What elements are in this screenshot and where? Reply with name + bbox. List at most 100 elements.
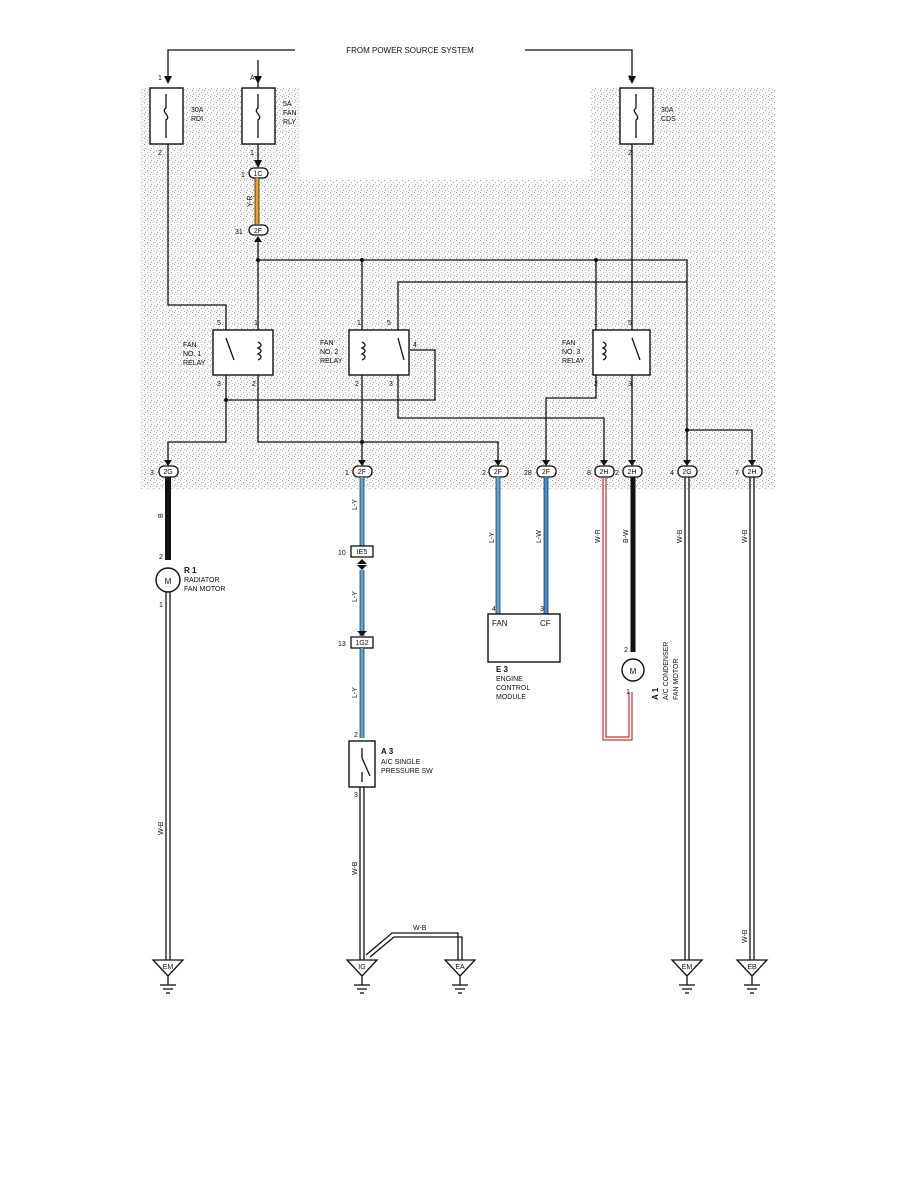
connector-label: 2H (600, 469, 609, 476)
connector-pin: 28 (524, 470, 532, 477)
ground-ea: EA (443, 959, 477, 994)
relay-label: FAN (320, 340, 334, 347)
shaded-area (140, 88, 775, 490)
wire-y-r: Y-R (247, 178, 260, 224)
connector-pin: 4 (670, 470, 674, 477)
wire-color-label: W-B (677, 529, 684, 543)
ground-icon (735, 959, 769, 977)
fuse-icon (255, 94, 261, 138)
component-label: FAN MOTOR (673, 659, 680, 700)
wire-color-label: W-R (595, 529, 602, 543)
wire-color-label: W-B (742, 529, 749, 543)
component-label: A/C CONDENSER (663, 642, 670, 700)
wire-color-label: B (158, 513, 165, 518)
relay-pin: 2 (594, 381, 598, 388)
ground-eb: EB (735, 959, 769, 994)
component-label: CONTROL (496, 685, 530, 692)
relay-label: RELAY (183, 360, 206, 367)
connector-label: 2F (358, 469, 366, 476)
fuse-pin-label: 1 (158, 75, 162, 82)
connector-ie5 (350, 545, 374, 558)
relay-label: FAN (562, 340, 576, 347)
ecm-terminal: FAN (492, 619, 508, 628)
motor-symbol: M (165, 577, 172, 586)
wire-w-b-right-1: W-B (677, 477, 690, 960)
motor-pin: 2 (624, 647, 628, 654)
relay-label: NO. 3 (562, 349, 580, 356)
motor-pin: 1 (626, 689, 630, 696)
wire-color-label: L-Y (352, 499, 359, 510)
splice-pin: 1 (241, 172, 245, 179)
fuse-name: FAN (283, 110, 297, 117)
fuse-name: RLY (283, 119, 296, 126)
component-code: E 3 (496, 665, 509, 674)
wire-color-label: Y-R (247, 196, 254, 207)
ecm-pin: 3 (540, 606, 544, 613)
wire-b-w: B-W (623, 477, 636, 652)
fuse-pin-label: A (250, 75, 255, 82)
ground-icon (345, 959, 379, 977)
relay-label: RELAY (320, 358, 343, 365)
splice-1c: 1C 1 (241, 144, 269, 179)
fuse-amps: 30A (191, 107, 204, 114)
connector-pin: 2 (615, 470, 619, 477)
motor-symbol: M (630, 667, 637, 676)
fuse-name: RDI (191, 116, 203, 123)
relay-pin: 3 (389, 381, 393, 388)
component-code: A 1 (651, 687, 660, 700)
relay-pin: 1 (254, 320, 258, 327)
wire-w-b-right-2: W-B W-B (742, 477, 755, 960)
splice-label: 2F (254, 228, 262, 235)
connector-2h-2: 2H2 (615, 460, 643, 478)
wire-color-label: L-Y (352, 591, 359, 602)
fuse-fan-rly: A 5A FAN RLY 1 (241, 60, 297, 157)
power-source-header: FROM POWER SOURCE SYSTEM (164, 46, 636, 84)
relay-pin: 3 (217, 381, 221, 388)
wire-b-radiator: B (158, 477, 171, 560)
component-label: RADIATOR (184, 577, 220, 584)
connector-2f-2: 2F2 (482, 460, 509, 478)
switch-icon (361, 757, 371, 777)
connector-2g-3: 2G 3 (150, 460, 179, 478)
wire-w-b-switch-ground: W-B W-B (352, 787, 463, 960)
fuse-cds: 1 30A CDS 2 (619, 75, 676, 157)
power-source-label: FROM POWER SOURCE SYSTEM (346, 46, 474, 55)
wire-color-label: W-B (742, 929, 749, 943)
distribution-wiring (167, 144, 753, 460)
relay-coil-icon (601, 341, 607, 361)
motor-pin: 2 (159, 554, 163, 561)
component-code: A 3 (381, 747, 394, 756)
component-label: ENGINE (496, 676, 523, 683)
wire-color-label: B-W (623, 529, 630, 543)
ground-em-right: EM (670, 959, 704, 994)
splice-label: IE5 (357, 549, 368, 556)
connector-label: 2G (163, 469, 172, 476)
ac-condenser-fan-motor: 2 M 1 A 1 A/C CONDENSER FAN MOTOR (621, 642, 680, 700)
wire-color-label: L-W (536, 530, 543, 543)
connector-pin: 3 (150, 470, 154, 477)
ground-icon (443, 959, 477, 977)
wire-w-b-radiator-ground: W-B (158, 592, 171, 960)
wire-l-w-ecm: L-W (536, 477, 549, 614)
wire-color-label: W-B (158, 821, 165, 835)
ground-icon (151, 959, 185, 977)
fuse-rdi: 1 30A RDI 2 (149, 75, 204, 157)
relay-label: FAN (183, 342, 197, 349)
relay-label: NO. 1 (183, 351, 201, 358)
splice-pin: 31 (235, 229, 243, 236)
connector-label: 2G (682, 469, 691, 476)
ground-label: IG (358, 964, 365, 971)
splice-label: 1C (254, 171, 263, 178)
ground-icon (670, 959, 704, 977)
engine-control-module: 4 3 FAN CF E 3 ENGINE CONTROL MODULE (487, 606, 561, 701)
relay-pin: 5 (628, 320, 632, 327)
splice-2f-31: 2F 31 (235, 224, 269, 242)
relay-fan-no3: 1 5 2 3 FAN NO. 3 RELAY (562, 320, 651, 388)
relay-pin: 2 (355, 381, 359, 388)
component-label: FAN MOTOR (184, 586, 225, 593)
relay-fan-no2: 1 5 4 2 3 FAN NO. 2 RELAY (320, 320, 417, 388)
connector-2h-8: 2H8 (587, 460, 615, 478)
component-label: MODULE (496, 694, 526, 701)
